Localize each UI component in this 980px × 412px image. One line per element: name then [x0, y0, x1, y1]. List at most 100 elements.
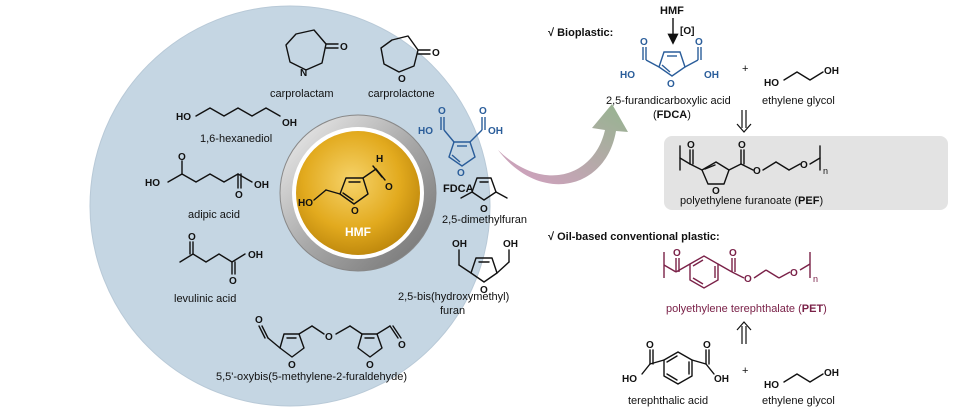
tpa-ho-atom: HO — [622, 374, 637, 385]
pet-o-atom-2: O — [729, 248, 737, 259]
tpa-o-atom-1: O — [646, 340, 654, 351]
fdca-right-o-atom-2: O — [695, 37, 703, 48]
fdca-right-structure — [642, 47, 702, 77]
ethylene-glycol-structure-2 — [783, 373, 824, 383]
pet-close-paren: ) — [823, 303, 827, 315]
bhmf-label-line1: 2,5-bis(hydroxymethyl) — [398, 291, 509, 303]
caprolactone-carbonyl-o-atom: O — [432, 48, 440, 59]
pet-formation-arrow — [736, 321, 752, 344]
fdca-abbr: FDCA — [657, 109, 688, 121]
eg1-ho-atom: HO — [764, 78, 779, 89]
eg2-oh-atom: OH — [824, 368, 839, 379]
pet-name: polyethylene terephthalate ( — [666, 303, 802, 315]
tpa-oh-atom: OH — [714, 374, 729, 385]
fdca-right-ring-o-atom: O — [667, 79, 675, 90]
levulinic-acid-o-atom: O — [229, 276, 237, 287]
fdca-close-paren: ) — [687, 109, 691, 121]
dimethylfuran-label: 2,5-dimethylfuran — [442, 214, 527, 226]
caprolactam-o-atom: O — [340, 42, 348, 53]
oxybis-label: 5,5'-oxybis(5-methylene-2-furaldehyde) — [216, 371, 407, 383]
pef-name: polyethylene furanoate ( — [680, 195, 798, 207]
conversion-arrow — [498, 104, 628, 185]
fdca-right-oh-atom: OH — [704, 70, 719, 81]
oxidation-label: [O] — [680, 26, 694, 37]
hmf-ho-atom: HO — [298, 198, 313, 209]
oil-based-header: √ Oil-based conventional plastic: — [548, 231, 720, 243]
oxybis-o-atom-2: O — [398, 340, 406, 351]
fdca-circle-o-atom-1: O — [438, 106, 446, 117]
caprolactam-nh-atom: N — [300, 68, 307, 79]
plus-sign-1: + — [742, 63, 748, 75]
tpa-o-atom-2: O — [703, 340, 711, 351]
fdca-circle-ho-atom: HO — [418, 126, 433, 137]
pef-o-atom-2: O — [738, 140, 746, 151]
caprolactone-label: carprolactone — [368, 88, 435, 100]
hexanediol-structure — [195, 107, 281, 117]
pef-abbr: PEF — [798, 195, 820, 207]
levulinic-acid-label: levulinic acid — [174, 293, 236, 305]
pef-close-paren: ) — [819, 195, 823, 207]
fdca-right-ho-atom: HO — [620, 70, 635, 81]
pef-ring-o-atom: O — [712, 186, 720, 197]
plus-sign-2: + — [742, 365, 748, 377]
pef-ester-o-atom: O — [753, 166, 761, 177]
pet-ester-o-atom: O — [744, 274, 752, 285]
fdca-circle-oh-atom: OH — [488, 126, 503, 137]
fdca-circle-label: FDCA — [443, 183, 474, 195]
adipic-acid-structure — [167, 160, 253, 189]
pet-structure — [663, 252, 811, 289]
levulinic-oh-atom: OH — [248, 250, 263, 261]
ethylene-glycol-structure-1 — [783, 71, 824, 81]
eg2-ho-atom: HO — [764, 380, 779, 391]
pet-name-row: polyethylene terephthalate (PET) — [666, 303, 827, 315]
hmf-ring-o-atom: O — [351, 206, 359, 217]
eg2-label: ethylene glycol — [762, 395, 835, 407]
adipic-ho-atom: HO — [145, 178, 160, 189]
pef-o-atom-1: O — [687, 140, 695, 151]
fdca-abbr-row: (FDCA) — [653, 109, 691, 121]
hmf-top-label: HMF — [660, 5, 684, 17]
pet-n-subscript: n — [813, 274, 818, 284]
pef-ether-o-atom: O — [800, 160, 808, 171]
terephthalic-acid-label: terephthalic acid — [628, 395, 708, 407]
oxybis-ring-o-atom-2: O — [366, 360, 374, 371]
dimethylfuran-structure — [460, 177, 508, 201]
pet-ether-o-atom: O — [790, 268, 798, 279]
hexanediol-oh-atom: OH — [282, 118, 297, 129]
hexanediol-ho-atom: HO — [176, 112, 191, 123]
caprolactam-structure — [285, 29, 339, 71]
pet-o-atom-1: O — [673, 248, 681, 259]
oxybis-ring-o-atom-1: O — [288, 360, 296, 371]
dimethylfuran-o-atom: O — [480, 204, 488, 215]
eg1-oh-atom: OH — [824, 66, 839, 77]
hmf-center-label: HMF — [345, 225, 371, 239]
fdca-circle-ring-o-atom: O — [457, 168, 465, 179]
hexanediol-label: 1,6-hexanediol — [200, 133, 272, 145]
pef-formation-arrow — [736, 110, 752, 133]
fdca-circle-structure — [440, 117, 486, 167]
oxybis-o-atom-1: O — [255, 315, 263, 326]
pef-n-subscript: n — [823, 166, 828, 176]
hmf-aldehyde-h-atom: H — [376, 154, 383, 165]
bhmf-oh-atom-2: OH — [503, 239, 518, 250]
pef-name-row: polyethylene furanoate (PEF) — [680, 195, 823, 207]
pef-structure — [679, 145, 821, 185]
bhmf-oh-atom-1: OH — [452, 239, 467, 250]
levulinic-ketone-o-atom: O — [188, 232, 196, 243]
fdca-right-o-atom-1: O — [640, 37, 648, 48]
levulinic-acid-structure — [179, 241, 246, 275]
pef-box — [664, 136, 948, 210]
bhmf-label-line2: furan — [440, 305, 465, 317]
terephthalic-acid-structure — [641, 349, 715, 385]
pet-abbr: PET — [802, 303, 824, 315]
bioplastic-header: √ Bioplastic: — [548, 27, 613, 39]
caprolactone-structure — [380, 35, 431, 73]
fdca-open-paren: ( — [653, 109, 657, 121]
hmf-aldehyde-o-atom: O — [385, 182, 393, 193]
oxybis-structure — [258, 325, 402, 358]
adipic-o-atom-1: O — [178, 152, 186, 163]
fdca-name: 2,5-furandicarboxylic acid — [606, 95, 731, 107]
adipic-acid-label: adipic acid — [188, 209, 240, 221]
